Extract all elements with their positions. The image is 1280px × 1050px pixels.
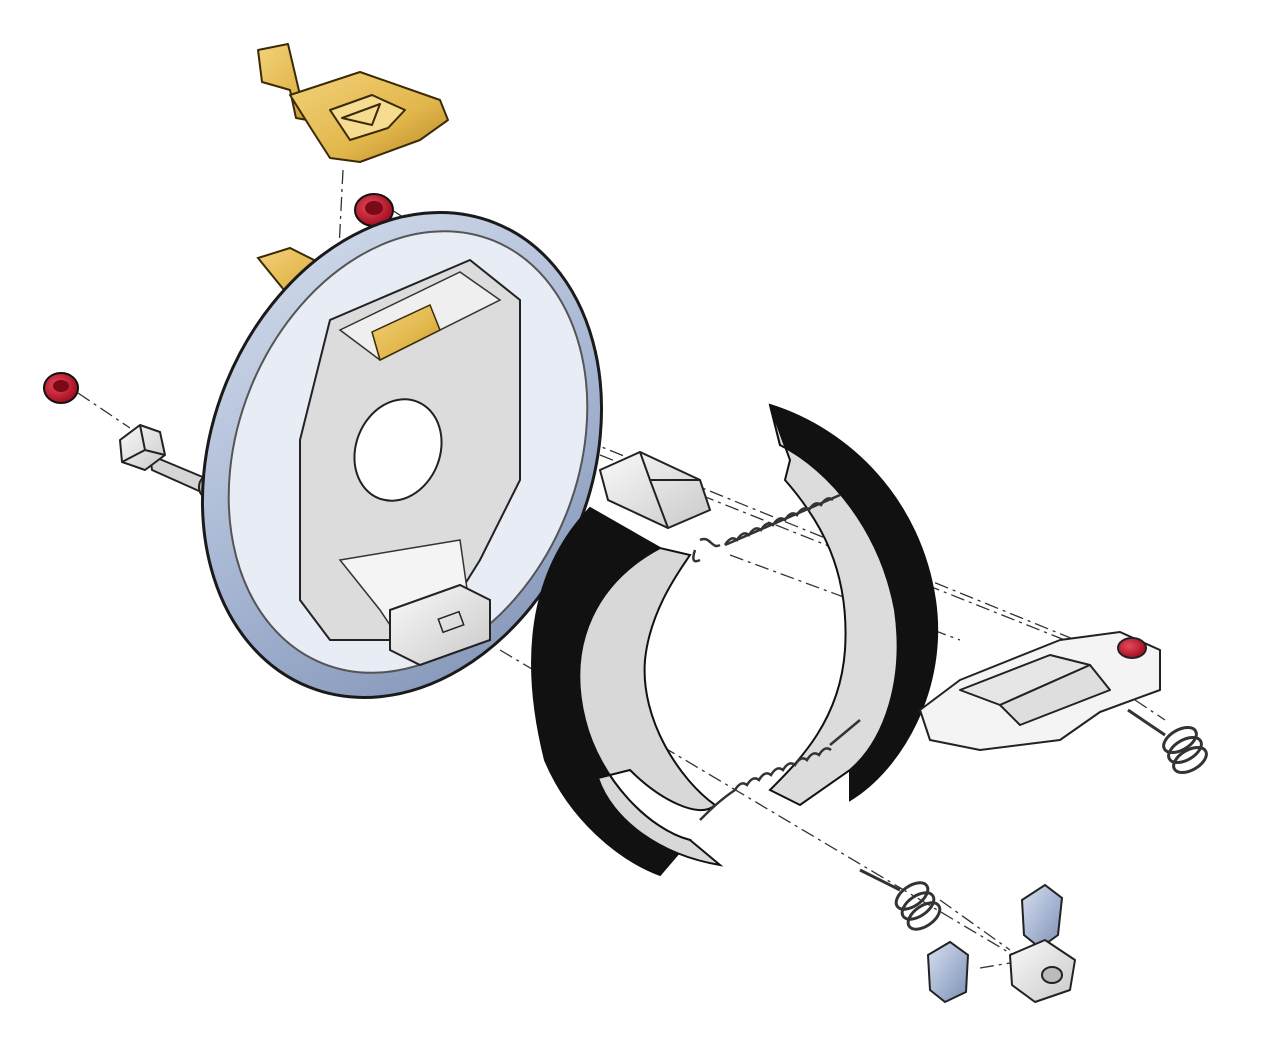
clip-2-icon	[926, 940, 970, 1004]
clip-1-icon	[1020, 883, 1064, 950]
nut-icon	[1009, 939, 1076, 1003]
brake-shoe-front-icon	[531, 506, 724, 877]
spring-upper-icon	[692, 493, 841, 563]
adjuster-pin-icon	[598, 450, 712, 530]
adjuster-housing-icon	[919, 631, 1161, 751]
coil-spring-bottom-icon	[859, 868, 942, 931]
brake-shoe-rear-icon	[768, 403, 939, 807]
coil-spring-right-icon	[1127, 708, 1208, 774]
plug-left-icon	[43, 372, 79, 404]
backing-plate-icon	[200, 211, 604, 699]
lever-top-icon	[257, 43, 449, 163]
spring-lower-icon	[699, 719, 861, 821]
bolt-icon	[119, 424, 214, 498]
